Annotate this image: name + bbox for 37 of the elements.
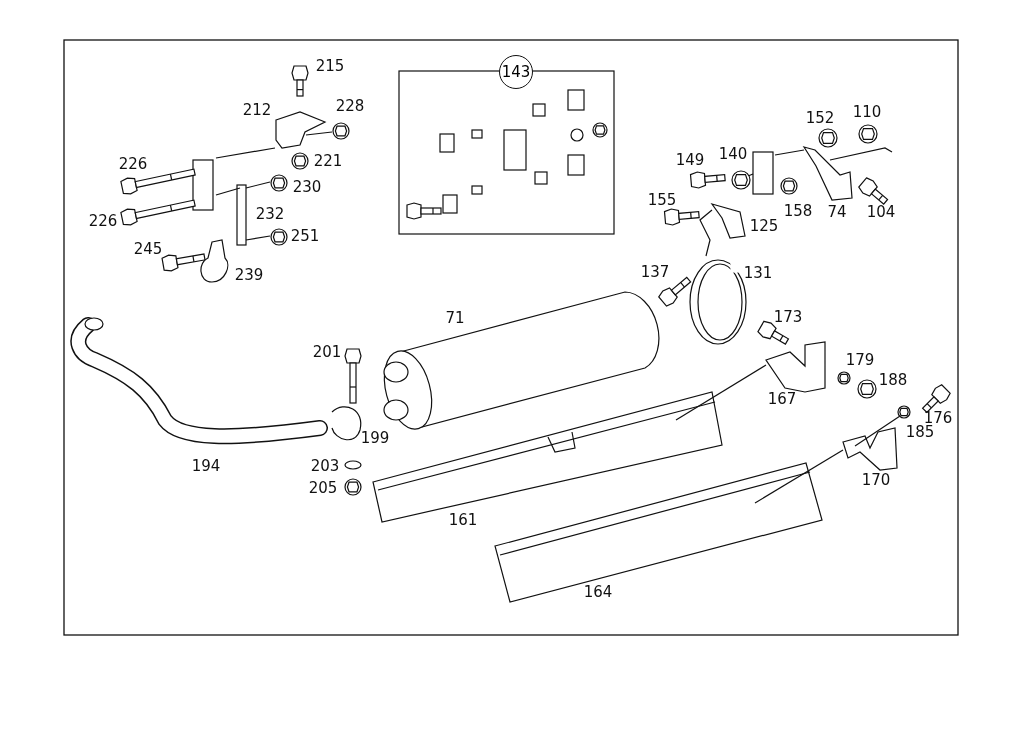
callout-number: 104 <box>866 203 896 221</box>
callout-circle: 143 <box>499 55 533 89</box>
callout-number: 137 <box>640 263 670 281</box>
callout-number: 215 <box>315 57 345 75</box>
callout-number: 201 <box>312 343 342 361</box>
callout-number: 239 <box>234 266 264 284</box>
callout-number: 152 <box>805 109 835 127</box>
callout-number: 125 <box>749 217 779 235</box>
callout-number: 173 <box>773 308 803 326</box>
callout-number: 205 <box>308 479 338 497</box>
callout-number: 199 <box>360 429 390 447</box>
callout-number: 149 <box>675 151 705 169</box>
callout-number: 140 <box>718 145 748 163</box>
callout-number: 232 <box>255 205 285 223</box>
callout-number: 185 <box>905 423 935 441</box>
callout-number: 228 <box>335 97 365 115</box>
callout-number: 245 <box>133 240 163 258</box>
callout-number: 251 <box>290 227 320 245</box>
callout-number: 226 <box>118 155 148 173</box>
callout-number: 131 <box>743 264 773 282</box>
callout-number: 155 <box>647 191 677 209</box>
callout-number: 212 <box>242 101 272 119</box>
callout-number: 164 <box>583 583 613 601</box>
callout-number: 158 <box>783 202 813 220</box>
callout-number: 71 <box>445 309 465 327</box>
callout-number: 203 <box>310 457 340 475</box>
callout-number: 179 <box>845 351 875 369</box>
callout-number: 221 <box>313 152 343 170</box>
callout-number: 194 <box>191 457 221 475</box>
callout-number: 170 <box>861 471 891 489</box>
callout-number: 110 <box>852 103 882 121</box>
callout-number: 226 <box>88 212 118 230</box>
callout-number: 167 <box>767 390 797 408</box>
callout-number: 188 <box>878 371 908 389</box>
callout-number: 230 <box>292 178 322 196</box>
callout-number: 161 <box>448 511 478 529</box>
callout-number: 74 <box>827 203 847 221</box>
